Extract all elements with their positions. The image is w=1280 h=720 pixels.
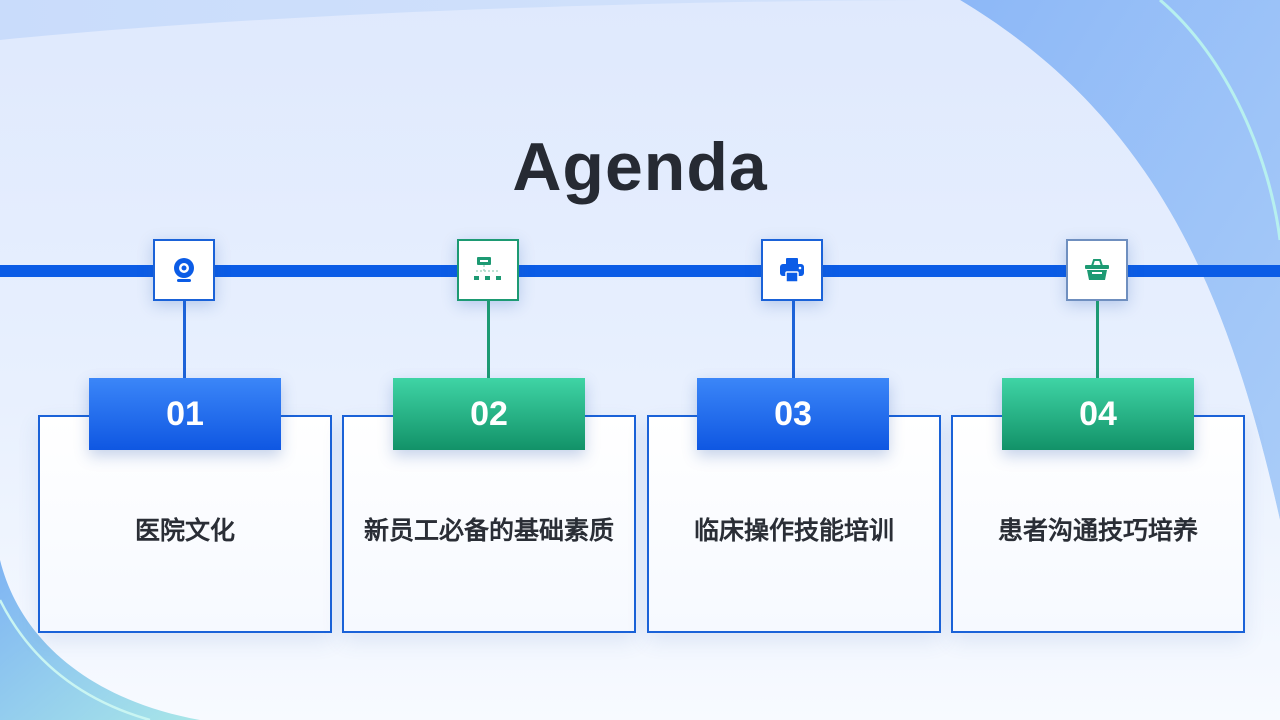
timeline-bar bbox=[0, 265, 1280, 277]
basket-icon bbox=[1085, 259, 1109, 280]
connector-1 bbox=[183, 301, 186, 381]
agenda-card-2: 新员工必备的基础素质 bbox=[342, 415, 636, 633]
icon-box-2 bbox=[457, 239, 519, 301]
agenda-number-4: 04 bbox=[1002, 378, 1194, 450]
agenda-item-label: 临床操作技能培训 bbox=[693, 517, 894, 545]
agenda-item-label: 新员工必备的基础素质 bbox=[363, 517, 614, 545]
icon-box-3 bbox=[761, 239, 823, 301]
connector-3 bbox=[792, 301, 795, 381]
webcam-icon bbox=[174, 258, 194, 282]
org-chart-icon bbox=[474, 257, 501, 280]
printer-icon bbox=[780, 258, 804, 283]
agenda-number-3: 03 bbox=[697, 378, 889, 450]
icon-box-1 bbox=[153, 239, 215, 301]
icon-box-4 bbox=[1066, 239, 1128, 301]
connector-2 bbox=[487, 301, 490, 381]
page-title: Agenda bbox=[512, 129, 768, 205]
agenda-card-1: 医院文化 bbox=[38, 415, 332, 633]
agenda-number-2: 02 bbox=[393, 378, 585, 450]
agenda-number-1: 01 bbox=[89, 378, 281, 450]
agenda-item-label: 医院文化 bbox=[134, 517, 235, 545]
agenda-item-label: 患者沟通技巧培养 bbox=[997, 517, 1198, 545]
connector-4 bbox=[1096, 301, 1099, 381]
